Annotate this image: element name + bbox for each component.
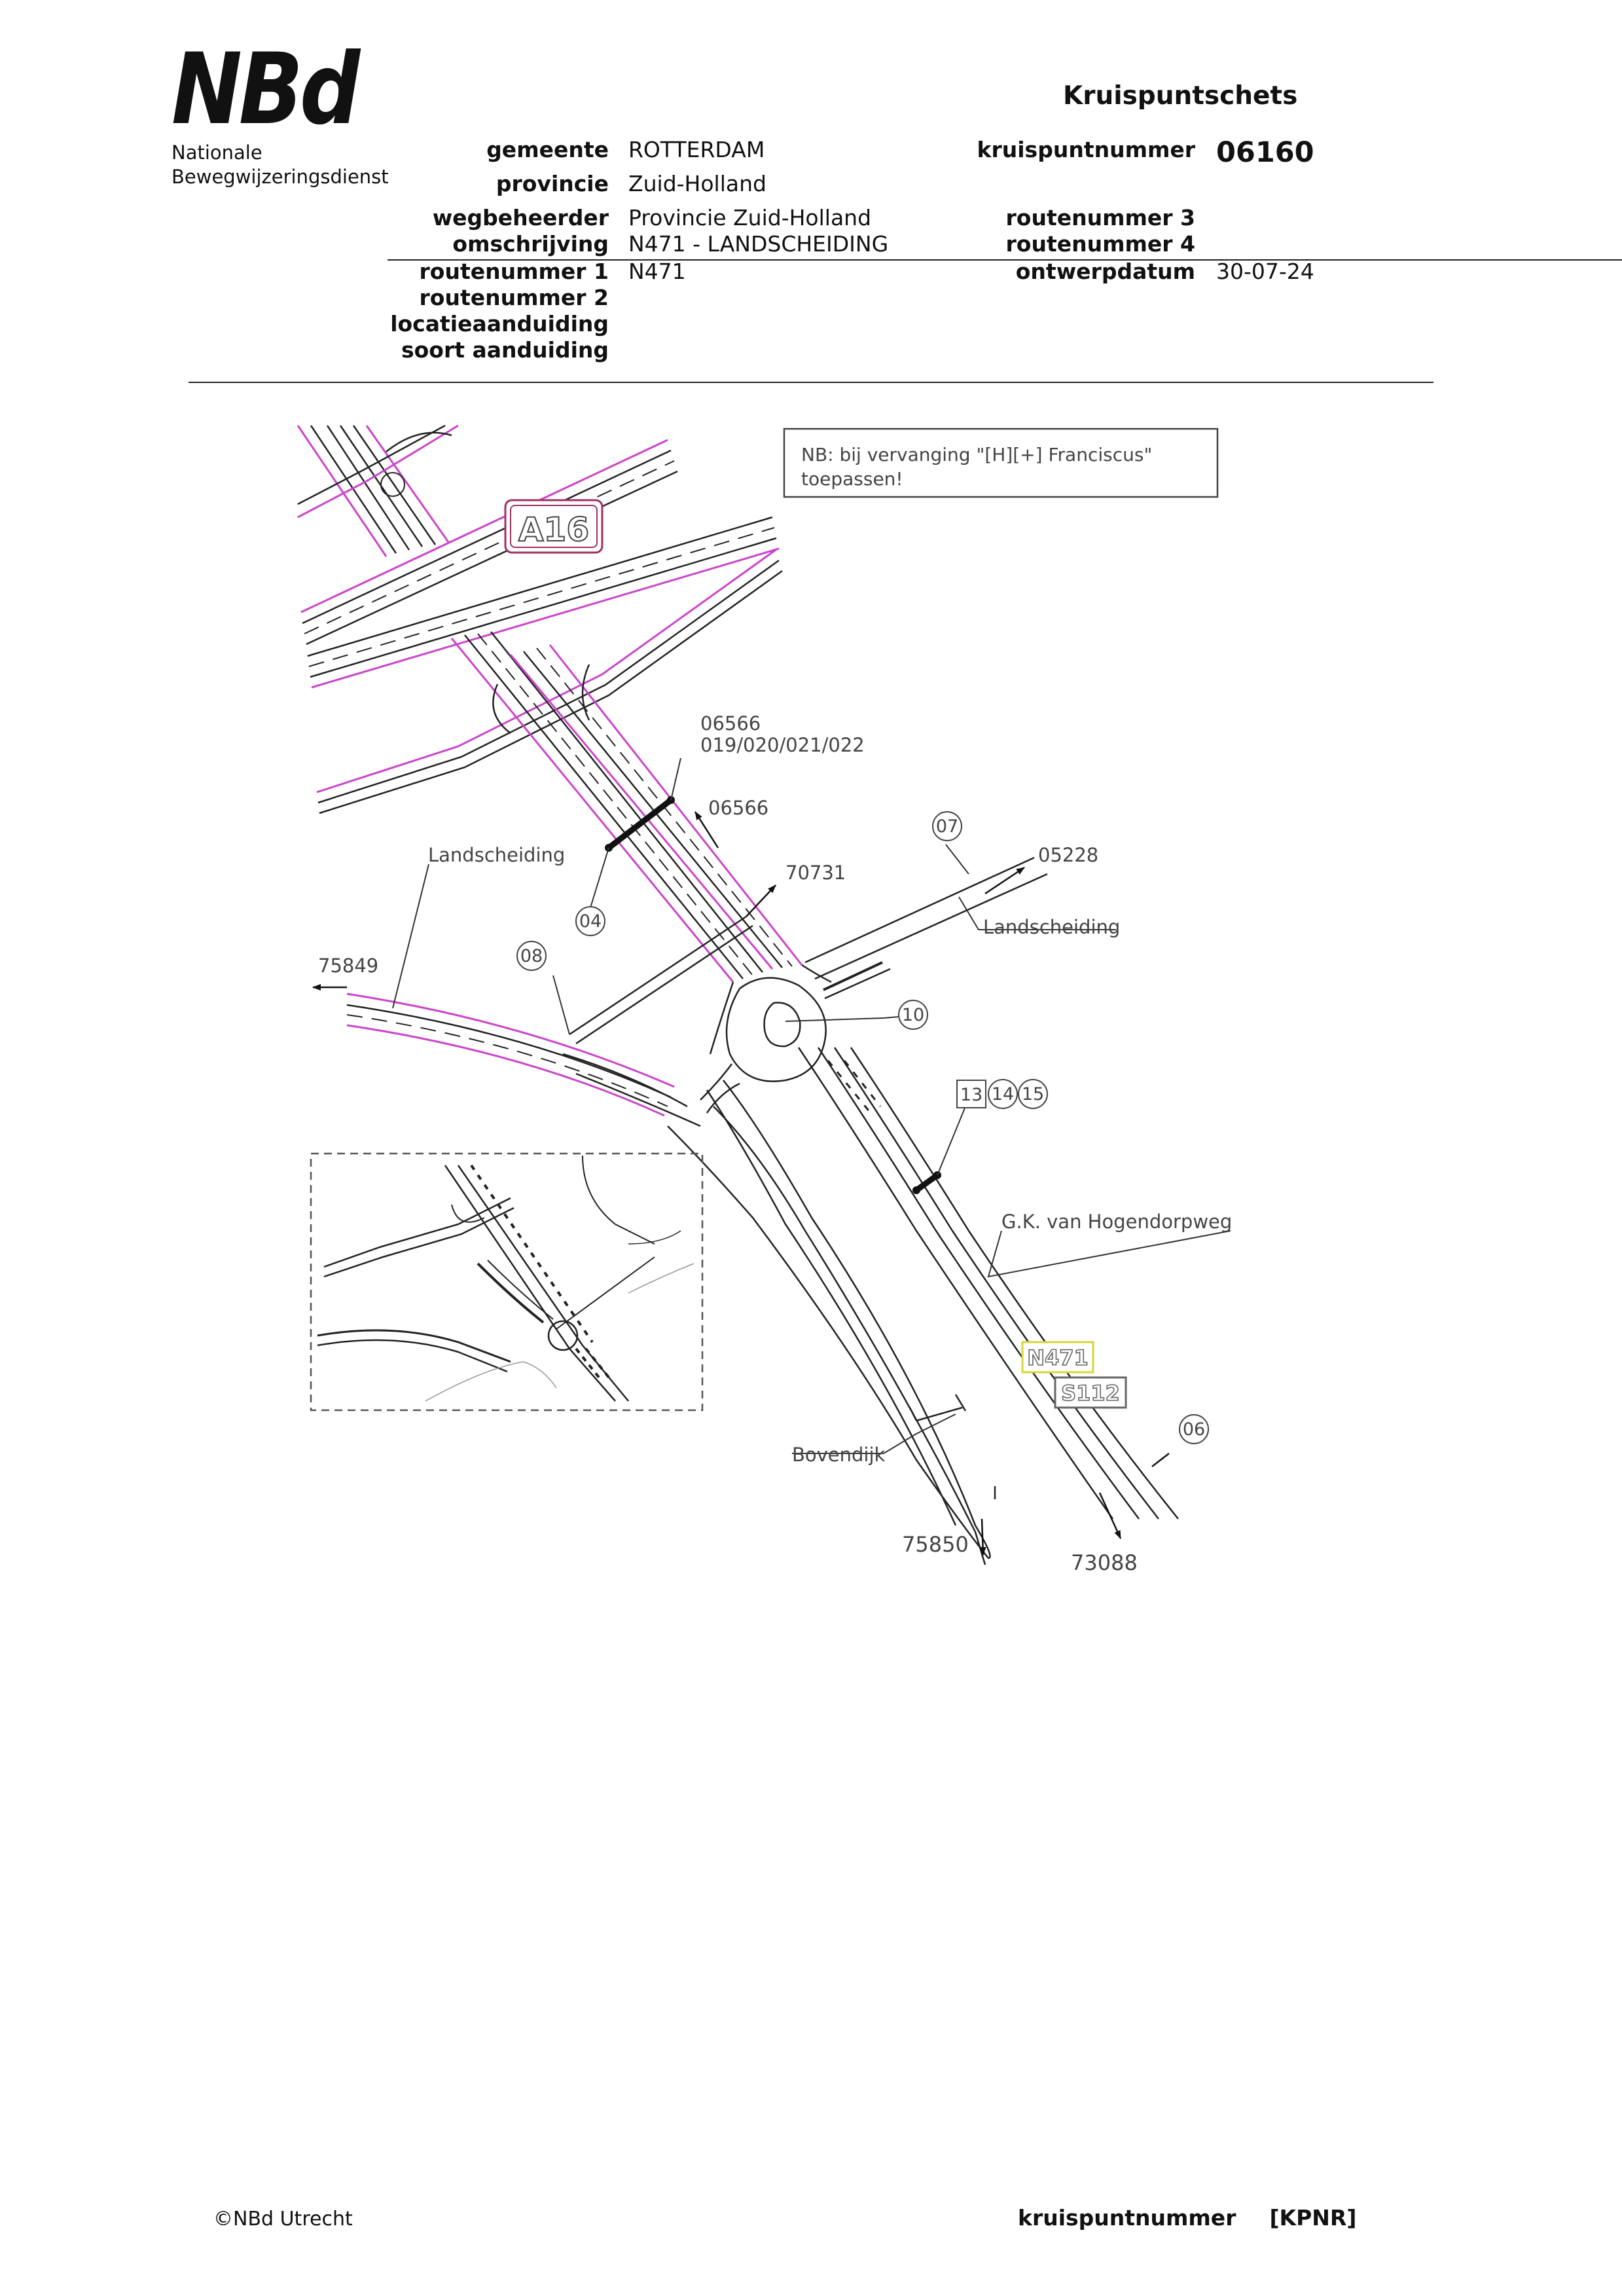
arrow-06566 (694, 811, 719, 848)
arrow-06 (1151, 1453, 1170, 1467)
southbound-roads (667, 1047, 1179, 1565)
inset-overview (310, 1152, 704, 1412)
wegbeheerder-value: Provincie Zuid-Holland (628, 205, 872, 230)
a16-motorway (300, 439, 783, 814)
bubble-06: 06 (1179, 1414, 1209, 1444)
n471-corridor (450, 631, 832, 1055)
note-line-1: NB: bij vervanging "[H][+] Franciscus" (801, 444, 1152, 465)
dest-06566: 06566 (708, 797, 768, 819)
box-13: 13 (956, 1080, 986, 1108)
dest-75850: 75850 (902, 1532, 969, 1557)
street-hogendorpweg: G.K. van Hogendorpweg (1001, 1211, 1232, 1233)
a16-shield-label: A16 (518, 511, 589, 549)
connector-70731 (569, 915, 753, 1045)
svg-text:10: 10 (902, 1005, 924, 1025)
document-title: Kruispuntschets (1063, 81, 1298, 111)
top-left-junction (297, 424, 459, 557)
sign-bar-13 (914, 1173, 939, 1193)
routenummer1-label: routenummer 1 (419, 259, 609, 284)
bubble-10: 10 (898, 1000, 928, 1030)
sign-ref-codes: 019/020/021/022 (700, 734, 865, 756)
footer-kruispuntnummer: kruispuntnummer [KPNR] (1018, 2205, 1356, 2231)
soort-aanduiding-label: soort aanduiding (401, 337, 609, 363)
ontwerpdatum-label: ontwerpdatum (1015, 259, 1195, 284)
bubble-08: 08 (516, 941, 547, 971)
routenummer2-label: routenummer 2 (419, 285, 609, 310)
svg-text:13: 13 (960, 1085, 982, 1105)
arrow-75850 (979, 1518, 986, 1556)
n471-shield-label: N471 (1027, 1345, 1089, 1370)
svg-text:07: 07 (936, 816, 958, 837)
svg-text:06: 06 (1183, 1419, 1205, 1440)
footer-kpnr-code: [KPNR] (1269, 2205, 1357, 2231)
dest-73088: 73088 (1071, 1550, 1138, 1575)
provincie-label: provincie (496, 171, 609, 196)
direction-arrows (312, 811, 1170, 1556)
bubble-14: 14 (988, 1079, 1018, 1109)
a16-shield: A16 (504, 499, 604, 554)
dest-05228: 05228 (1038, 844, 1098, 866)
s112-shield: S112 (1054, 1376, 1127, 1409)
arrow-70731 (746, 884, 776, 917)
bubble-15: 15 (1018, 1079, 1048, 1109)
sign-bars (605, 796, 941, 1194)
arrow-73088 (1098, 1492, 1122, 1539)
footer-kruispuntnummer-label: kruispuntnummer (1018, 2205, 1236, 2231)
leader-lines (392, 757, 1231, 1454)
routenummer4-label: routenummer 4 (1005, 231, 1195, 257)
routenummer3-label: routenummer 3 (1005, 205, 1195, 230)
dest-75849: 75849 (318, 955, 378, 977)
bubble-04: 04 (575, 906, 605, 936)
header-divider-top (387, 259, 1622, 261)
kruispuntnummer-value: 06160 (1216, 136, 1314, 169)
footer-copyright: ©NBd Utrecht (213, 2208, 353, 2231)
street-landscheiding-west: Landscheiding (428, 844, 565, 866)
svg-text:14: 14 (992, 1084, 1014, 1104)
nbd-logo: NBd (171, 33, 360, 147)
svg-text:08: 08 (520, 946, 543, 966)
note-box: NB: bij vervanging "[H][+] Franciscus" t… (783, 428, 1219, 498)
bubble-07: 07 (932, 811, 962, 841)
s112-shield-label: S112 (1061, 1381, 1120, 1406)
svg-text:15: 15 (1022, 1084, 1044, 1104)
logo-line-1: Nationale (171, 141, 262, 164)
locatieaanduiding-label: locatieaanduiding (390, 311, 609, 337)
landscheiding-east (804, 856, 1048, 1000)
provincie-value: Zuid-Holland (628, 171, 766, 196)
omschrijving-value: N471 - LANDSCHEIDING (628, 231, 889, 257)
landscheiding-west (346, 993, 701, 1127)
arrow-05228 (984, 866, 1025, 895)
routenummer1-value: N471 (628, 259, 686, 284)
n471-shield: N471 (1021, 1341, 1094, 1374)
street-landscheiding-east: Landscheiding (983, 916, 1120, 938)
gemeente-value: ROTTERDAM (628, 137, 765, 162)
ontwerpdatum-value: 30-07-24 (1216, 259, 1314, 284)
street-bovendijk: Bovendijk (792, 1444, 886, 1466)
wegbeheerder-label: wegbeheerder (432, 205, 609, 230)
dest-70731: 70731 (785, 862, 846, 884)
svg-text:04: 04 (579, 911, 602, 932)
roundabout (700, 977, 827, 1114)
header-divider-bottom (189, 382, 1433, 383)
logo-line-2: Bewegwijzeringsdienst (171, 166, 389, 188)
omschrijving-label: omschrijving (452, 231, 609, 257)
sign-bar-04 (607, 797, 673, 850)
kruispuntnummer-label: kruispuntnummer (977, 137, 1195, 162)
sign-ref-top: 06566 (700, 712, 761, 735)
note-line-2: toepassen! (801, 468, 903, 490)
gemeente-label: gemeente (486, 137, 609, 162)
